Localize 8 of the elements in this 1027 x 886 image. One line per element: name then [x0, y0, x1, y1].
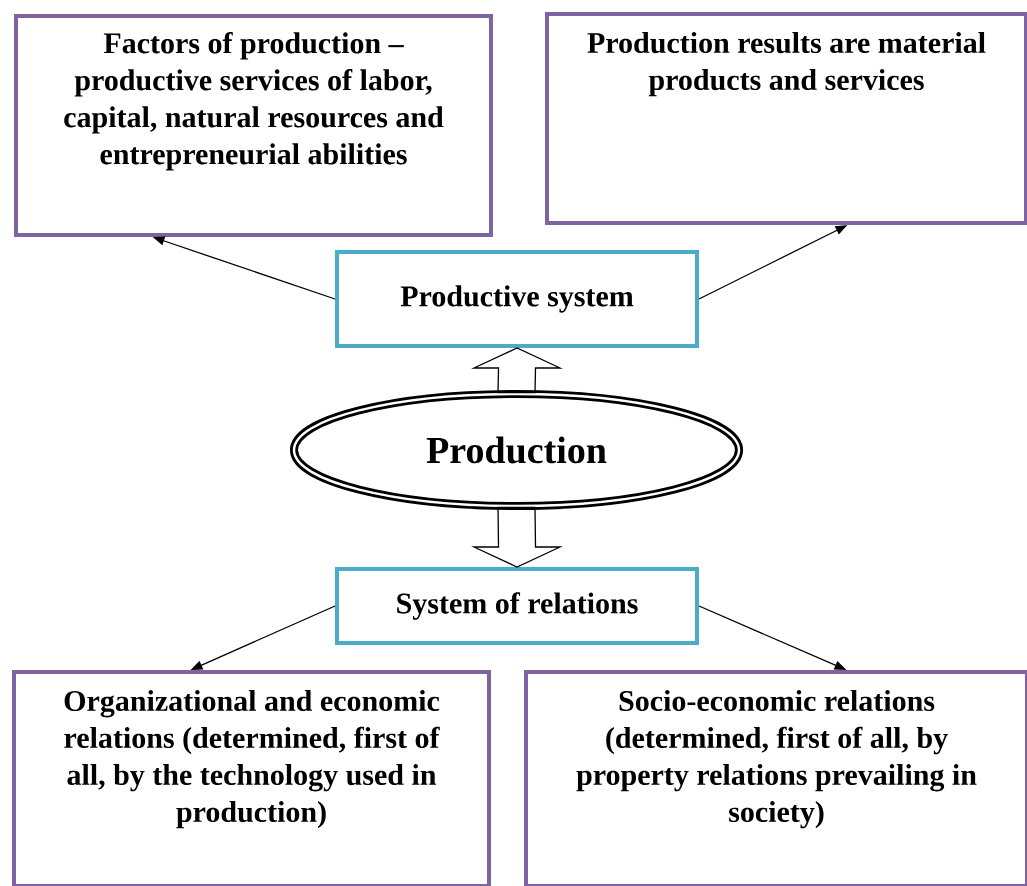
block-arrow	[471, 506, 563, 568]
text-box: Production results are material products and services	[545, 12, 1027, 225]
system-box: Productive system	[335, 250, 699, 348]
system-box: System of relations	[335, 567, 699, 645]
text-box: Organizational and economic relations (determined, first of all, by the technology used in production)	[12, 670, 491, 886]
text-box: Factors of production – productive services of labor, capital, natural resources and entrepreneurial abilities	[14, 14, 493, 237]
block-arrow	[471, 347, 563, 394]
text-box: Socio-economic relations (determined, first of all, by property relations prevailing in society)	[524, 670, 1027, 886]
